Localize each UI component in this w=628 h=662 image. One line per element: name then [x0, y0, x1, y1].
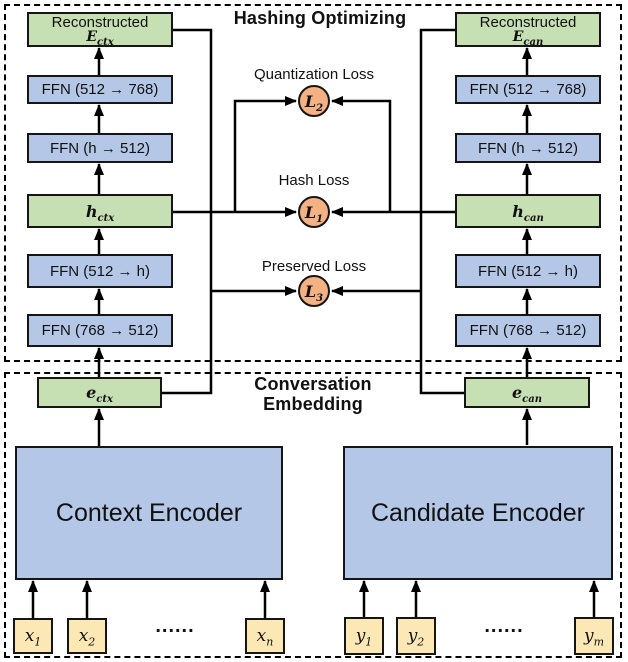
reconstructed-ecan-box: Reconstructed Ecan: [455, 12, 601, 47]
embedding-section-title: Conversation Embedding: [223, 374, 403, 414]
ffn-512-768-right-box: FFN (512 → 768): [455, 75, 601, 104]
quantization-loss-label: Quantization Loss: [253, 66, 375, 83]
preserved-loss-label: Preserved Loss: [261, 258, 367, 275]
token-ym-box: ym: [574, 617, 614, 655]
reconstructed-ectx-text: Reconstructed: [51, 14, 149, 31]
hash-loss-node: L1: [298, 196, 330, 228]
ffn-512-768-left-box: FFN (512 → 768): [27, 75, 173, 104]
ffn-512-h-right-box: FFN (512 → h): [455, 254, 601, 288]
ectx-symbol: Ectx: [86, 29, 114, 48]
preserved-loss-node: L3: [298, 275, 330, 307]
reconstructed-ectx-box: Reconstructed Ectx: [27, 12, 173, 47]
conversation-embedding-section: [4, 372, 622, 658]
ellipsis-left: ......: [155, 615, 195, 637]
ffn-512-h-left-box: FFN (512 → h): [27, 254, 173, 288]
context-encoder-box: Context Encoder: [15, 446, 283, 580]
ellipsis-right: ......: [484, 615, 524, 637]
x2-symbol: x2: [78, 626, 96, 649]
ectx-embedding-symbol: ectx: [86, 383, 113, 406]
token-y1-box: y1: [344, 617, 384, 655]
ecan-embedding-symbol: ecan: [511, 383, 543, 406]
ym-symbol: ym: [583, 626, 605, 649]
hcan-box: hcan: [455, 194, 601, 228]
token-y2-box: y2: [396, 617, 436, 655]
embedding-title-line2: Embedding: [263, 394, 363, 414]
ffn-h-512-left-box: FFN (h → 512): [27, 133, 173, 163]
l2-symbol: L2: [304, 91, 324, 114]
ffn-768-512-left-box: FFN (768 → 512): [27, 314, 173, 347]
y2-symbol: y2: [407, 626, 425, 649]
hctx-box: hctx: [27, 194, 173, 228]
candidate-encoder-box: Candidate Encoder: [343, 446, 613, 580]
quantization-loss-node: L2: [298, 85, 330, 117]
l1-symbol: L1: [304, 202, 324, 225]
ffn-768-512-right-box: FFN (768 → 512): [455, 314, 601, 347]
ecan-symbol: Ecan: [512, 29, 544, 48]
hash-loss-label: Hash Loss: [278, 172, 350, 189]
x1-symbol: x1: [24, 626, 42, 649]
reconstructed-ecan-text: Reconstructed: [479, 14, 577, 31]
hctx-symbol: hctx: [85, 201, 115, 224]
hashing-optimizing-section: [4, 4, 622, 362]
hashing-section-title: Hashing Optimizing: [233, 8, 407, 28]
ffn-h-512-right-box: FFN (h → 512): [455, 133, 601, 163]
token-xn-box: xn: [245, 618, 285, 654]
y1-symbol: y1: [355, 626, 373, 649]
token-x2-box: x2: [67, 618, 107, 654]
xn-symbol: xn: [256, 626, 274, 649]
token-x1-box: x1: [13, 618, 53, 654]
ecan-embedding-box: ecan: [464, 377, 590, 408]
hcan-symbol: hcan: [512, 201, 544, 224]
embedding-title-line1: Conversation: [254, 374, 372, 394]
ectx-embedding-box: ectx: [37, 377, 162, 408]
l3-symbol: L3: [304, 281, 324, 304]
